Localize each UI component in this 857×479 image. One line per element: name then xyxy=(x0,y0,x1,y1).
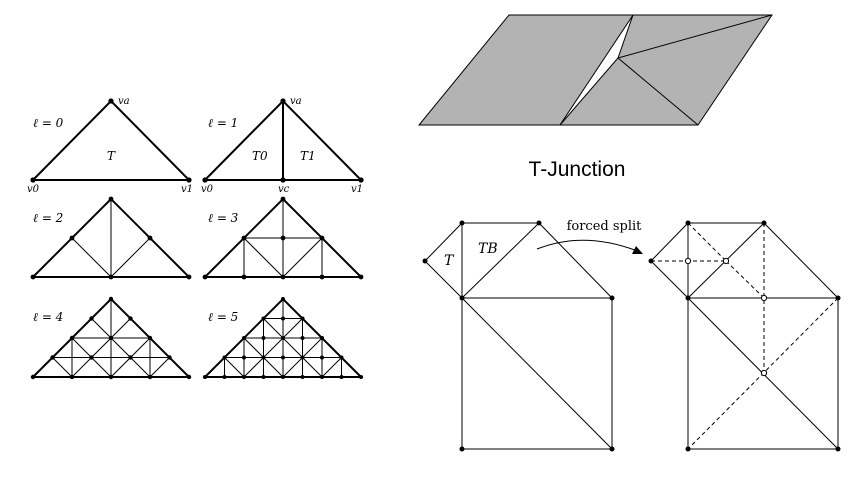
vertex-label-va: va xyxy=(118,96,130,107)
label-TB: TB xyxy=(478,241,498,257)
forced-split-after xyxy=(648,220,841,452)
level-0-label: ℓ = 0 xyxy=(33,116,64,130)
triangle-label-T: T xyxy=(107,149,116,163)
level-2-triangle: ℓ = 2 xyxy=(30,196,192,280)
level-3-triangle: ℓ = 3 xyxy=(202,196,364,280)
tjunction-title: T-Junction xyxy=(529,158,626,181)
vertex-label-vc: vc xyxy=(278,184,290,195)
vertex-label-va-1: va xyxy=(290,96,302,107)
tjunction-illustration: T-Junction xyxy=(417,14,773,181)
tjunction-right-patch xyxy=(558,14,773,126)
level-0-triangle: ℓ = 0 T va v0 v1 xyxy=(27,96,193,195)
label-T: T xyxy=(444,253,455,269)
vertex-label-v1: v1 xyxy=(181,184,193,195)
vertex-label-v0-1: v0 xyxy=(201,184,214,195)
level-4-label: ℓ = 4 xyxy=(33,310,63,324)
forced-split-before: T TB xyxy=(422,220,615,452)
forced-split-arrow: forced split xyxy=(536,219,643,254)
level-2-label: ℓ = 2 xyxy=(33,211,63,225)
level-4-triangle: ℓ = 4 xyxy=(30,296,192,380)
level-1-triangle: ℓ = 1 T0 T1 va v0 vc v1 xyxy=(201,96,364,195)
triangle-label-T1: T1 xyxy=(300,149,316,163)
refinement-panel: ℓ = 0 T va v0 v1 ℓ = 1 T0 T1 va v0 vc v1 xyxy=(27,96,364,380)
level-5-label: ℓ = 5 xyxy=(208,310,238,324)
triangle-label-T0: T0 xyxy=(252,149,268,163)
vertex-label-v1-1: v1 xyxy=(351,184,363,195)
level-1-label: ℓ = 1 xyxy=(208,116,238,130)
level-3-label: ℓ = 3 xyxy=(208,211,239,225)
vertex-label-v0: v0 xyxy=(27,184,40,195)
forced-split-label: forced split xyxy=(567,219,643,234)
level-5-triangle: ℓ = 5 xyxy=(202,297,364,379)
